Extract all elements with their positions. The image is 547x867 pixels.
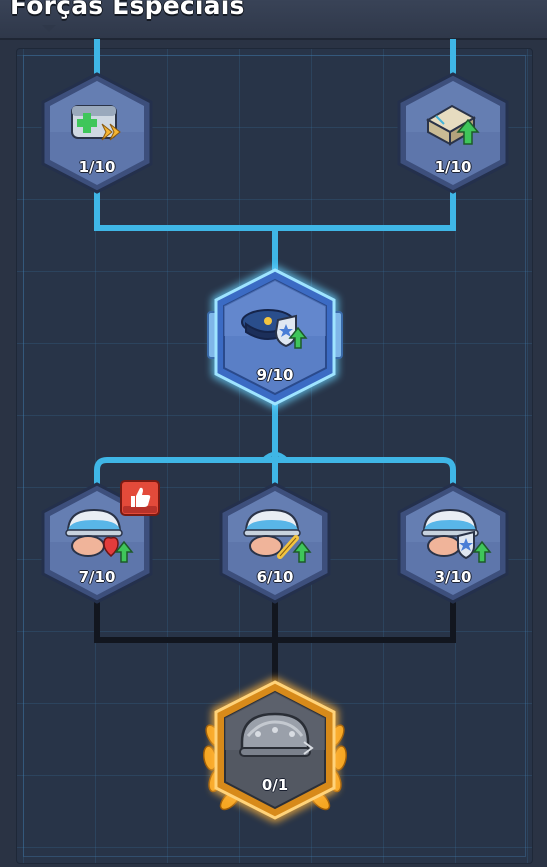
building-upgrade-icon — [425, 104, 480, 146]
soldier-sword-upgrade-icon — [243, 508, 312, 563]
skill-level: 3/10 — [434, 568, 472, 586]
skill-node-mid-right[interactable]: 3/10 — [396, 482, 510, 604]
skill-level: 7/10 — [78, 568, 116, 586]
board-frame — [23, 55, 526, 857]
skill-node-mid-center[interactable]: 6/10 — [218, 482, 332, 604]
connector-branch-curl — [261, 452, 289, 462]
skill-node-mid-left[interactable]: 7/10 — [40, 482, 154, 604]
skill-node-bottom[interactable]: 0/1 — [200, 676, 350, 826]
medkit-speed-icon — [71, 105, 121, 141]
skill-level: 6/10 — [256, 568, 294, 586]
header-bar: Forças Especiais — [0, 0, 547, 40]
page-title: Forças Especiais — [10, 0, 245, 20]
connector-top-merge — [94, 187, 456, 231]
skill-node-top-left[interactable]: 1/10 — [40, 72, 154, 194]
soldier-shield-upgrade-icon — [421, 508, 492, 563]
skill-level: 1/10 — [434, 158, 472, 176]
thumbs-up-icon — [120, 480, 160, 516]
police-cap-shield-icon — [241, 309, 308, 349]
soldier-heart-upgrade-icon — [65, 508, 134, 563]
recommend-badge — [120, 480, 160, 516]
skill-node-center[interactable]: 9/10 — [206, 265, 344, 409]
skill-level: 0/1 — [261, 776, 289, 794]
header-notch — [42, 25, 56, 32]
skill-node-top-right[interactable]: 1/10 — [396, 72, 510, 194]
armored-helmet-icon — [239, 712, 314, 757]
skill-level: 1/10 — [78, 158, 116, 176]
skill-level: 9/10 — [256, 366, 294, 384]
